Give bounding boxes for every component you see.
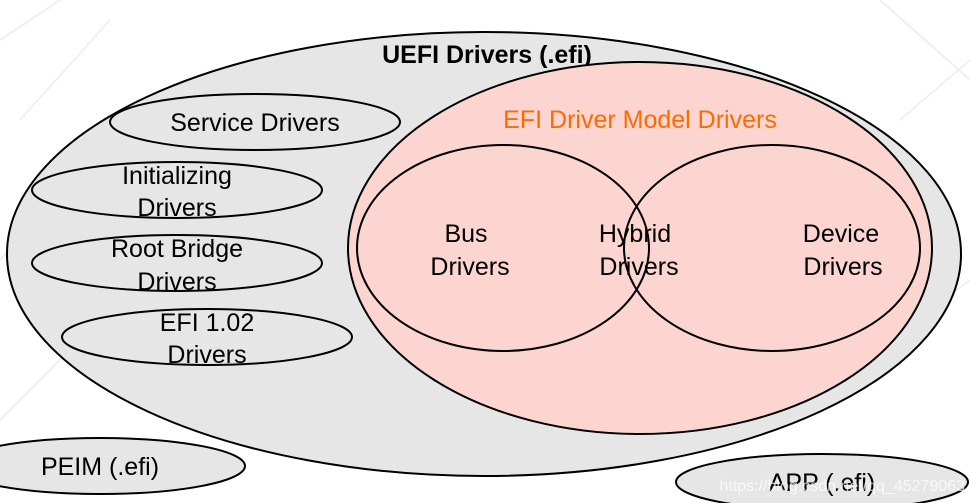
peim-label: PEIM (.efi)	[41, 453, 159, 481]
driver-model-title: EFI Driver Model Drivers	[503, 106, 777, 134]
efi-102-drivers-label-1: EFI 1.02	[160, 309, 255, 337]
app-label: APP (.efi)	[769, 469, 876, 497]
watermark: https://blog.csdn.net/qq_45279063	[719, 478, 965, 495]
device-drivers-ellipse	[623, 144, 921, 352]
uefi-drivers-title: UEFI Drivers (.efi)	[382, 41, 592, 69]
bus-drivers-ellipse	[356, 144, 650, 352]
root-bridge-drivers-label-1: Root Bridge	[111, 235, 243, 263]
initializing-drivers-ellipse	[31, 161, 323, 219]
app-ellipse	[675, 453, 969, 503]
service-drivers-label: Service Drivers	[170, 109, 339, 137]
initializing-drivers-label-1: Initializing	[122, 162, 232, 190]
device-drivers-label-2: Drivers	[803, 253, 882, 281]
peim-ellipse	[0, 437, 246, 495]
bus-drivers-label-2: Drivers	[430, 253, 509, 281]
initializing-drivers-label-2: Drivers	[137, 194, 216, 222]
bus-drivers-label-1: Bus	[444, 220, 487, 248]
service-drivers-ellipse	[109, 93, 401, 151]
root-bridge-drivers-label-2: Drivers	[137, 268, 216, 296]
hybrid-drivers-label-2: Drivers	[599, 253, 678, 281]
driver-model-ellipse	[347, 61, 933, 435]
device-drivers-label-1: Device	[803, 220, 879, 248]
hybrid-drivers-label-1: Hybrid	[599, 220, 671, 248]
efi-102-drivers-ellipse	[61, 308, 353, 366]
root-bridge-drivers-ellipse	[31, 234, 323, 292]
efi-102-drivers-label-2: Drivers	[167, 341, 246, 369]
